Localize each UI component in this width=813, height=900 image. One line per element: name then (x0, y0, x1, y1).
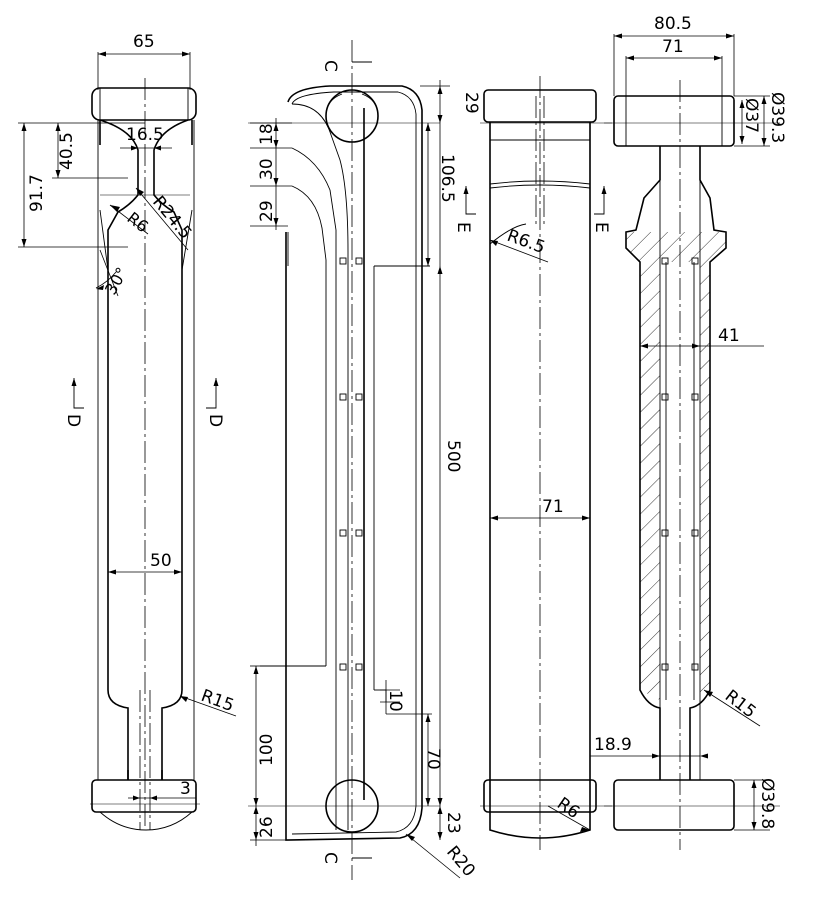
dim-10: 10 (385, 690, 405, 712)
dim-dia-37: Ø37 (741, 98, 761, 133)
dim-16-5: 16.5 (126, 125, 164, 145)
section-d-left: D (63, 414, 83, 427)
dim-r6-5: R6.5 (504, 226, 547, 258)
dim-40-5: 40.5 (57, 132, 77, 170)
side-view: C C 18 30 29 29 106.5 500 70 (248, 40, 481, 881)
dim-30: 30 (257, 158, 277, 180)
dim-r6-front: R6 (124, 208, 152, 236)
dim-50: 50 (150, 551, 172, 571)
section-c-bottom: C (320, 852, 340, 864)
section-c-top: C (320, 60, 340, 72)
dim-500: 500 (443, 440, 463, 472)
dim-dia-39-8: Ø39.8 (757, 778, 777, 829)
dim-r15-left: R15 (198, 686, 236, 716)
dim-18-9: 18.9 (594, 735, 632, 755)
dim-18: 18 (257, 123, 277, 145)
dim-26: 26 (257, 816, 277, 838)
angle-30: 30° (101, 264, 132, 298)
dim-80-5: 80.5 (654, 14, 692, 34)
dim-r15-right: R15 (721, 686, 760, 722)
dim-r24-5: R24.5 (148, 192, 195, 243)
dim-r20: R20 (442, 842, 479, 880)
section-e-right: E (591, 222, 611, 233)
dim-r6-mid: R6 (553, 794, 583, 823)
dim-106-5: 106.5 (437, 154, 457, 203)
dim-23: 23 (443, 812, 463, 834)
section-d-right: D (205, 414, 225, 427)
dim-29-left: 29 (257, 200, 277, 222)
dim-100: 100 (257, 734, 277, 766)
dim-29-top: 29 (461, 92, 481, 114)
dim-65: 65 (133, 32, 155, 52)
rear-view: E E R6.5 71 R6 (453, 76, 612, 850)
dim-41: 41 (718, 326, 740, 346)
dim-71-top: 71 (662, 37, 684, 57)
dim-71-mid: 71 (542, 497, 564, 517)
nipple-slots (339, 257, 363, 671)
dim-3: 3 (180, 779, 191, 799)
section-e-left: E (453, 222, 473, 233)
front-view: 65 16.5 40.5 91.7 R24.5 R6 30° (18, 32, 237, 831)
dim-70: 70 (423, 748, 443, 770)
dim-91-7: 91.7 (27, 174, 47, 212)
dim-dia-39-3: Ø39.3 (767, 92, 787, 143)
section-view: 80.5 71 Ø39.3 Ø37 41 R15 18.9 (590, 14, 787, 850)
